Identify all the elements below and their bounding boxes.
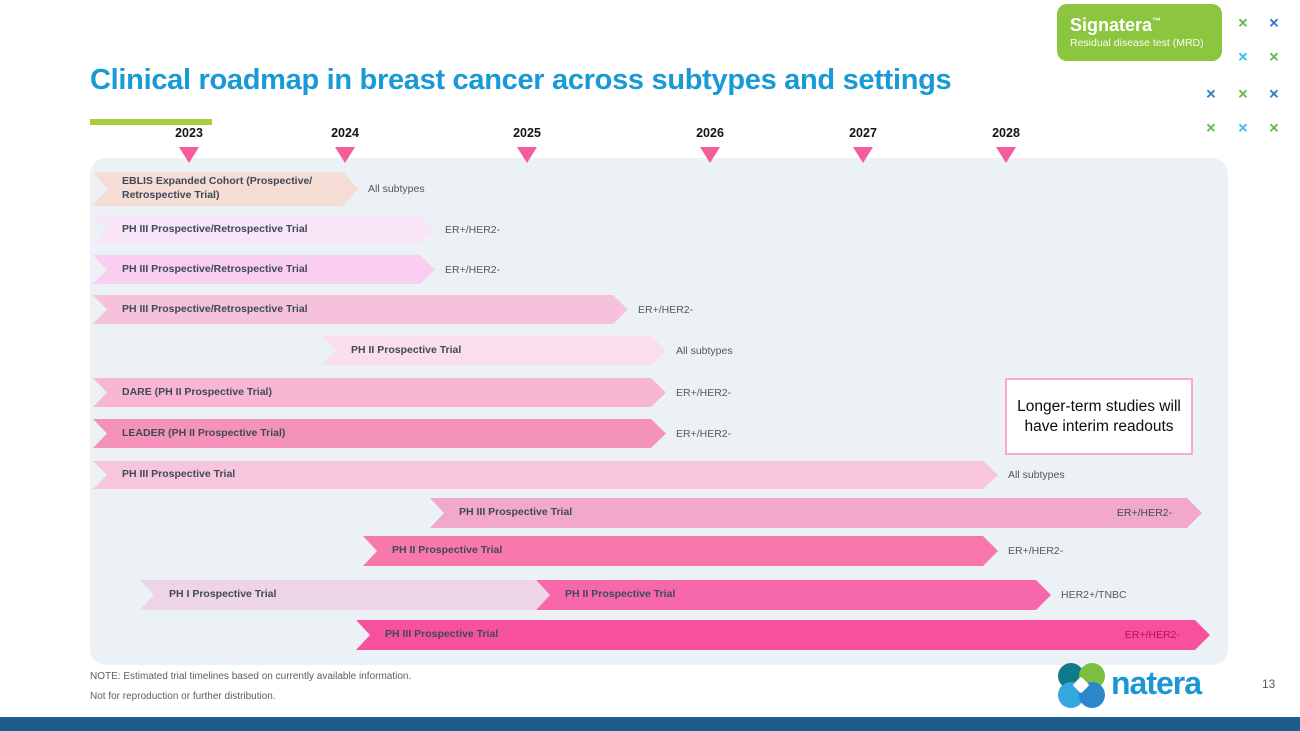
natera-clover-icon [1058,663,1105,708]
trial-bar: PH III Prospective Trial [93,461,998,489]
x-mark-icon: ✕ [1237,15,1249,31]
trial-bar-label: PH III Prospective/Retrospective Trial [122,302,308,315]
trial-subtype-label: ER+/HER2- [676,386,732,399]
natera-logo: natera [1058,663,1202,708]
trial-bar-label: PH III Prospective Trial [122,468,236,481]
year-marker-triangle [517,147,537,163]
year-marker-triangle [853,147,873,163]
callout-box: Longer-term studies will have interim re… [1005,378,1193,455]
trial-subtype-label: HER2+/TNBC [1061,589,1127,601]
trial-bar: PH III Prospective/Retrospective Trial [93,255,435,284]
trial-subtype-label: All subtypes [676,344,733,357]
signatera-subtitle: Residual disease test (MRD) [1070,37,1204,49]
trial-bar-label: PH III Prospective/Retrospective Trial [122,262,308,275]
signatera-badge: Signatera™ Residual disease test (MRD) [1057,4,1222,61]
year-label: 2023 [175,126,203,140]
x-mark-icon: ✕ [1268,86,1280,102]
note-line-2: Not for reproduction or further distribu… [90,691,276,702]
page-number: 13 [1262,677,1276,691]
year-marker-triangle [996,147,1016,163]
page-title: Clinical roadmap in breast cancer across… [90,64,952,96]
year-label: 2028 [992,126,1020,140]
natera-wordmark: natera [1111,665,1202,701]
title-accent-underline [90,119,212,125]
trial-subtype-label: ER+/HER2- [445,223,501,236]
trial-bar-label: EBLIS Expanded Cohort (Prospective/ Retr… [122,175,313,201]
trial-subtype-label: ER+/HER2- [1124,629,1180,641]
x-mark-icon: ✕ [1237,49,1249,65]
trial-bar: PH III Prospective/Retrospective Trial [93,295,628,324]
year-marker-triangle [700,147,720,163]
trial-bar: DARE (PH II Prospective Trial) [93,378,666,407]
year-label: 2024 [331,126,359,140]
trial-subtype-label: ER+/HER2- [445,263,501,276]
trial-bar: PH II Prospective Trial [363,536,998,566]
trial-bar-label: PH III Prospective/Retrospective Trial [122,222,308,235]
year-label: 2025 [513,126,541,140]
trial-bar: EBLIS Expanded Cohort (Prospective/ Retr… [93,172,358,206]
x-mark-icon: ✕ [1205,86,1217,102]
trial-bar: PH I Prospective Trial [140,580,550,610]
year-label: 2026 [696,126,724,140]
trial-bar: PH II Prospective Trial [322,336,666,365]
footer-bar [0,717,1300,731]
trial-bar-label: PH III Prospective Trial [385,628,499,641]
x-mark-icon: ✕ [1237,120,1249,136]
trial-bar-label: PH II Prospective Trial [392,544,503,557]
trial-subtype-label: ER+/HER2- [1008,545,1064,557]
trial-bar-label: DARE (PH II Prospective Trial) [122,385,272,398]
year-label: 2027 [849,126,877,140]
x-mark-icon: ✕ [1268,49,1280,65]
trial-subtype-label: ER+/HER2- [638,303,694,316]
x-mark-icon: ✕ [1205,120,1217,136]
trial-bar: LEADER (PH II Prospective Trial) [93,419,666,448]
x-mark-icon: ✕ [1237,86,1249,102]
trial-bar-label: PH III Prospective Trial [459,506,573,519]
trial-bar-label: PH II Prospective Trial [565,588,676,601]
trial-subtype-label: All subtypes [1008,469,1065,481]
year-marker-triangle [335,147,355,163]
trial-bar: PH III Prospective Trial ER+/HER2- [356,620,1210,650]
trial-bar: PH II Prospective Trial [536,580,1051,610]
trial-subtype-label: ER+/HER2- [1116,507,1172,519]
trial-subtype-label: ER+/HER2- [676,427,732,440]
signatera-brand-name: Signatera™ [1070,15,1162,35]
trial-bar-label: PH I Prospective Trial [169,588,277,601]
trial-bar: PH III Prospective Trial ER+/HER2- [430,498,1202,528]
trial-bar: PH III Prospective/Retrospective Trial [93,215,435,244]
year-marker-triangle [179,147,199,163]
trial-bar-label: PH II Prospective Trial [351,343,462,356]
x-mark-icon: ✕ [1268,15,1280,31]
x-mark-icon: ✕ [1268,120,1280,136]
trial-subtype-label: All subtypes [368,183,425,195]
trial-bar-label: LEADER (PH II Prospective Trial) [122,426,286,439]
note-line-1: NOTE: Estimated trial timelines based on… [90,671,412,682]
